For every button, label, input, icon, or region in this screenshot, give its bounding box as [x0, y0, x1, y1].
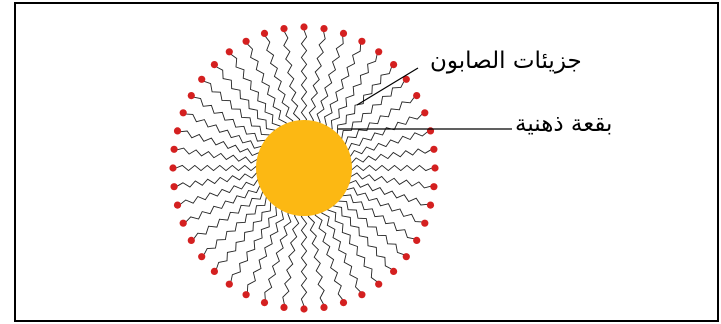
soap-molecule-head	[375, 281, 382, 288]
soap-molecule-head	[358, 291, 365, 298]
soap-molecule-head	[375, 48, 382, 55]
soap-molecule-head	[421, 220, 428, 227]
soap-molecule-head	[390, 268, 397, 275]
soap-molecules-label: جزيئات الصابون	[430, 48, 582, 74]
soap-molecule-head	[180, 109, 187, 116]
soap-molecule-head	[169, 164, 176, 171]
soap-molecule-head	[198, 253, 205, 260]
soap-molecule-head	[226, 48, 233, 55]
soap-molecule-head	[340, 299, 347, 306]
soap-molecule-head	[261, 30, 268, 37]
soap-molecule-head	[211, 268, 218, 275]
oil-droplet	[256, 120, 352, 216]
soap-molecule-head	[427, 127, 434, 134]
soap-molecule-head	[174, 202, 181, 209]
soap-molecule-head	[403, 253, 410, 260]
soap-molecule-head	[300, 305, 307, 312]
soap-molecule-head	[174, 127, 181, 134]
soap-molecule-head	[180, 220, 187, 227]
oil-droplet-label: بقعة ذهنية	[515, 111, 612, 137]
soap-molecule-head	[413, 237, 420, 244]
soap-molecule-head	[340, 30, 347, 37]
soap-molecule-head	[358, 38, 365, 45]
soap-molecule-head	[261, 299, 268, 306]
soap-molecule-head	[421, 109, 428, 116]
soap-molecule-head	[430, 146, 437, 153]
soap-molecule-head	[431, 164, 438, 171]
soap-molecule-head	[427, 202, 434, 209]
soap-molecule-head	[226, 281, 233, 288]
soap-molecule-head	[320, 25, 327, 32]
soap-molecule-head	[243, 38, 250, 45]
soap-molecule-head	[171, 183, 178, 190]
soap-molecule-head	[390, 61, 397, 68]
soap-molecule-head	[300, 23, 307, 30]
soap-molecule-head	[280, 304, 287, 311]
soap-molecule-head	[280, 25, 287, 32]
soap-molecule-head	[198, 76, 205, 83]
soap-molecule-head	[243, 291, 250, 298]
soap-molecule-head	[430, 183, 437, 190]
soap-molecule-head	[211, 61, 218, 68]
soap-molecule-head	[320, 304, 327, 311]
soap-molecule-head	[413, 92, 420, 99]
soap-molecule-head	[171, 146, 178, 153]
soap-molecule-head	[188, 237, 195, 244]
soap-molecule-head	[188, 92, 195, 99]
